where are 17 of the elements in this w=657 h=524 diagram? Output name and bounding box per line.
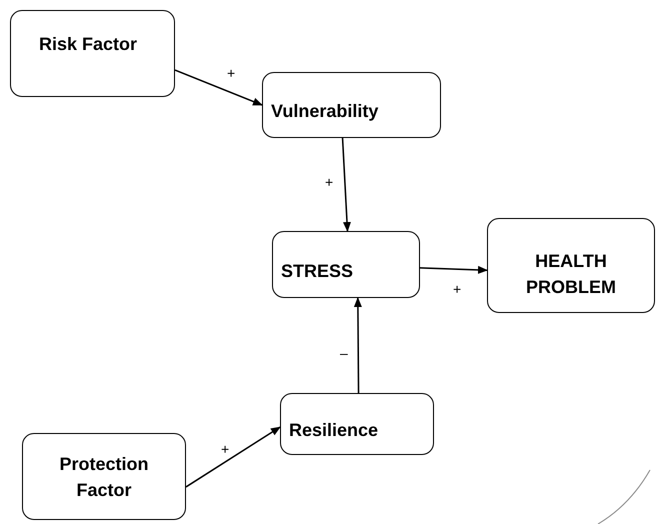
arrow bbox=[354, 297, 362, 393]
process-box bbox=[487, 218, 655, 313]
process-box bbox=[10, 10, 175, 97]
node-label: HEALTH PROBLEM bbox=[525, 250, 617, 298]
node-label: STRESS bbox=[280, 260, 354, 282]
node-label: Resilience bbox=[288, 419, 380, 442]
node-label: Vulnerability bbox=[270, 100, 380, 123]
process-box bbox=[280, 393, 434, 455]
arrow bbox=[342, 138, 351, 232]
node-label: Risk Factor bbox=[38, 33, 138, 56]
process-box bbox=[272, 231, 420, 298]
arrow bbox=[174, 69, 263, 106]
process-box bbox=[262, 72, 441, 138]
arrow bbox=[186, 426, 281, 488]
process-box bbox=[22, 433, 186, 520]
arrow bbox=[420, 266, 488, 274]
node-label: Protection Factor bbox=[58, 452, 150, 502]
